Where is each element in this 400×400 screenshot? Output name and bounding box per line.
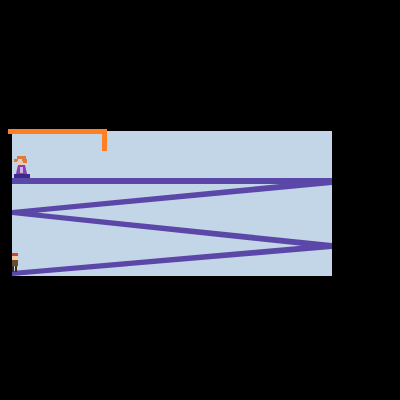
purple-robed-figure-icon <box>14 156 30 178</box>
orange-rail <box>8 129 107 151</box>
small-brown-figure-icon <box>12 253 18 272</box>
play-field <box>12 131 332 276</box>
zigzag-ramps <box>12 178 332 276</box>
upper-diagonal-ramp <box>12 179 332 215</box>
middle-diagonal-ramp <box>12 210 332 249</box>
top-ramp <box>12 178 332 184</box>
orange-rail-horizontal <box>8 129 107 134</box>
orange-rail-vertical <box>102 129 107 151</box>
lower-diagonal-ramp <box>12 243 332 276</box>
